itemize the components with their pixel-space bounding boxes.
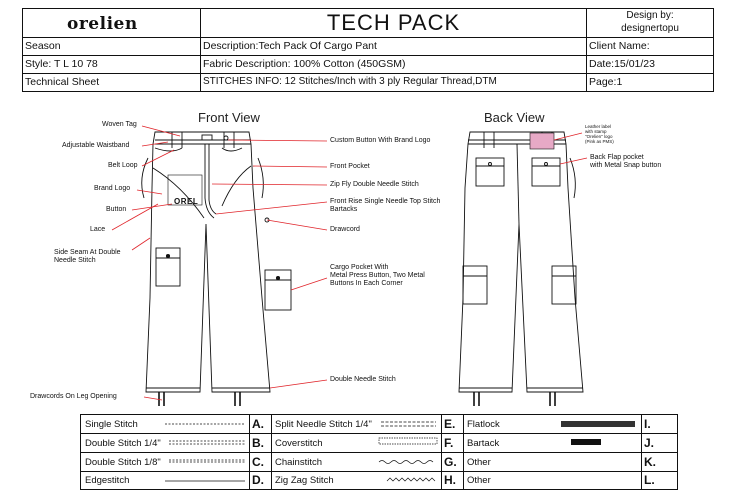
callout-front-pocket: Front Pocket	[330, 163, 370, 170]
stitch-letter: H.	[444, 473, 456, 487]
stitch-row-divider	[81, 433, 677, 434]
leather-label	[529, 132, 555, 150]
callout-leather-label-line2: with stamp	[585, 129, 607, 134]
callout-cargo-line3: Buttons In Each Corner	[330, 280, 403, 287]
design-by-label: Design by:	[626, 10, 674, 21]
technical-sheet-label: Technical Sheet	[25, 76, 100, 88]
stitch-letter: A.	[252, 417, 264, 431]
back-pant	[458, 131, 584, 406]
stitch-col-divider	[249, 415, 250, 489]
header-divider	[586, 8, 587, 92]
stitch-col-divider	[441, 415, 442, 489]
callout-front-rise-line2: Bartacks	[330, 206, 358, 213]
callout-cargo-line2: Metal Press Button, Two Metal	[330, 272, 425, 279]
stitch-letter: D.	[252, 473, 264, 487]
callout-double-needle: Double Needle Stitch	[330, 376, 396, 383]
callout-woven-tag: Woven Tag	[102, 121, 137, 128]
callout-lace: Lace	[90, 226, 106, 233]
stitch-letter: E.	[444, 417, 456, 431]
client-name: Client Name:	[589, 40, 650, 52]
stitch-name: Coverstitch	[275, 438, 323, 449]
callout-leather-label-line4: (Pink as PMS)	[585, 139, 614, 144]
stitch-letter: C.	[252, 455, 264, 469]
stitch-row-divider	[81, 471, 677, 472]
stitch-name: Single Stitch	[85, 419, 138, 430]
stitch-name: Other	[467, 475, 491, 486]
season-label: Season	[25, 40, 61, 52]
stitch-name: Zig Zag Stitch	[275, 475, 334, 486]
callout-back-flap-line1: Back Flap pocket	[590, 154, 644, 161]
callout-zip-fly: Zip Fly Double Needle Stitch	[330, 181, 419, 188]
header-divider	[22, 73, 714, 74]
garment-illustration	[111, 125, 588, 406]
stitch-letter: I.	[644, 417, 651, 431]
page-title: TECH PACK	[326, 11, 461, 35]
date: Date:15/01/23	[589, 58, 655, 70]
front-view-title: Front View	[198, 110, 260, 125]
callout-side-seam-line1: Side Seam At Double	[54, 249, 121, 256]
stitch-letter: B.	[252, 436, 264, 450]
callout-drawcord: Drawcord	[330, 226, 360, 233]
callout-brand-logo: Brand Logo	[94, 185, 131, 192]
stitch-name: Other	[467, 457, 491, 468]
garment-brand-logo: OREL	[174, 197, 199, 206]
stitch-name: Chainstitch	[275, 457, 322, 468]
designer-name: designertopu	[621, 23, 679, 34]
stitch-col-divider	[641, 415, 642, 489]
stitch-letter: J.	[644, 436, 655, 450]
stitch-letter: K.	[644, 455, 656, 469]
callout-drawcords-leg: Drawcords On Leg Opening	[30, 393, 117, 400]
stitch-letter: L.	[644, 473, 655, 487]
callout-front-rise-line1: Front Rise Single Needle Top Stitch	[330, 198, 441, 205]
stitch-letter: F.	[444, 436, 454, 450]
callout-arrows	[111, 125, 588, 401]
stitch-table: Single Stitch A. Split Needle Stitch 1/4…	[80, 414, 678, 490]
brand-logo: orelien	[67, 14, 138, 34]
callout-belt-loop: Belt Loop	[108, 162, 138, 169]
header-block	[22, 8, 714, 92]
style-number: Style: T L 10 78	[25, 58, 98, 70]
header-divider	[22, 37, 714, 38]
stitches-info: STITCHES INFO: 12 Stitches/Inch with 3 p…	[203, 76, 497, 87]
callout-side-seam-line2: Needle Stitch	[54, 257, 96, 264]
callout-cargo-line1: Cargo Pocket With	[330, 264, 389, 271]
stitch-row-divider	[81, 452, 677, 453]
stitch-name: Bartack	[467, 438, 500, 449]
fabric-description: Fabric Description: 100% Cotton (450GSM)	[203, 58, 406, 70]
callout-back-flap-line2: with Metal Snap button	[590, 162, 662, 169]
callout-adjustable-waistband: Adjustable Waistband	[62, 142, 130, 149]
front-pant	[141, 131, 292, 406]
back-view-title: Back View	[484, 110, 545, 125]
header-divider	[200, 8, 201, 92]
page-number: Page:1	[589, 76, 623, 88]
header-divider	[22, 55, 714, 56]
stitch-col-divider	[271, 415, 272, 489]
callout-leather-label-line1: Leather label	[585, 124, 612, 129]
callout-button: Button	[106, 206, 127, 213]
description: Description:Tech Pack Of Cargo Pant	[203, 40, 377, 52]
stitch-name: Flatlock	[467, 419, 500, 430]
stitch-col-divider	[463, 415, 464, 489]
callout-leather-label-line3: "Orelien" logo	[585, 134, 613, 139]
stitch-name: Double Stitch 1/8"	[85, 457, 161, 468]
stitch-name: Double Stitch 1/4"	[85, 438, 161, 449]
stitch-name: Split Needle Stitch 1/4"	[275, 419, 372, 430]
callout-custom-button: Custom Button With Brand Logo	[330, 137, 431, 144]
stitch-name: Edgestitch	[85, 475, 130, 486]
tech-pack-sheet: orelien TECH PACK Design by: designertop…	[22, 8, 714, 494]
stitch-letter: G.	[444, 455, 457, 469]
stitch-samples	[165, 421, 635, 482]
